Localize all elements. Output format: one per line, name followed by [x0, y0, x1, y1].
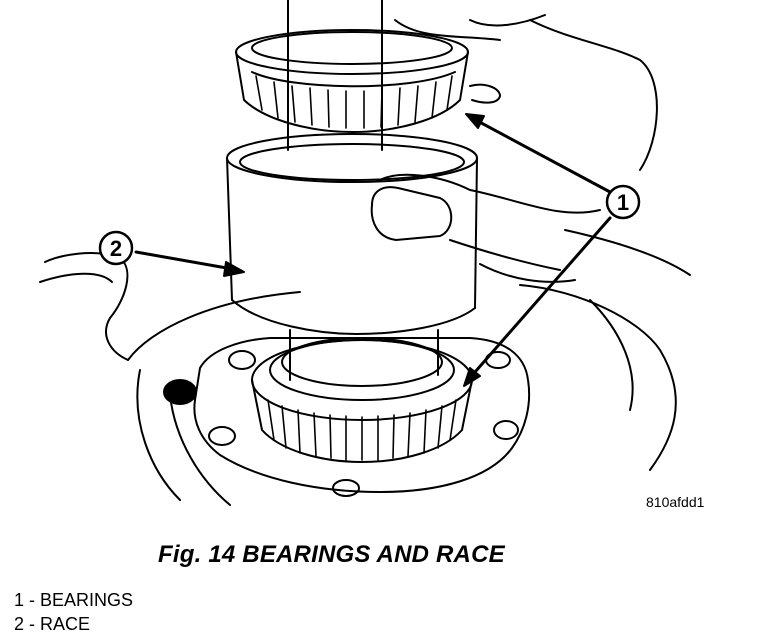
drawing-code: 810afdd1	[646, 494, 705, 510]
bearing-race-illustration: 1 2	[39, 0, 691, 506]
legend-item: 2 - RACE	[14, 614, 91, 634]
hub-flange	[163, 337, 531, 497]
housing-outline	[39, 229, 691, 506]
legend: 1 - BEARINGS 2 - RACE	[14, 588, 133, 636]
arrowhead	[463, 367, 481, 387]
hand	[370, 14, 658, 283]
callout-2: 2	[98, 230, 134, 266]
bolt-hole	[332, 479, 360, 497]
race-cylinder	[226, 133, 478, 335]
shaft	[287, 0, 439, 381]
arrowhead	[465, 113, 485, 129]
legend-item: 1 - BEARINGS	[14, 590, 134, 610]
upper-bearing	[235, 29, 501, 133]
callout-1: 1	[605, 184, 641, 220]
bolt-hole	[493, 420, 519, 440]
leader-arrows	[134, 116, 612, 382]
figure-caption: Fig. 14 BEARINGS AND RACE	[158, 541, 505, 568]
callout-number: 1	[617, 190, 629, 215]
bolt-hole	[163, 379, 197, 405]
arrowhead	[223, 261, 245, 277]
callout-number: 2	[110, 236, 122, 261]
bolt-hole	[228, 350, 256, 370]
bolt-hole	[208, 426, 236, 446]
